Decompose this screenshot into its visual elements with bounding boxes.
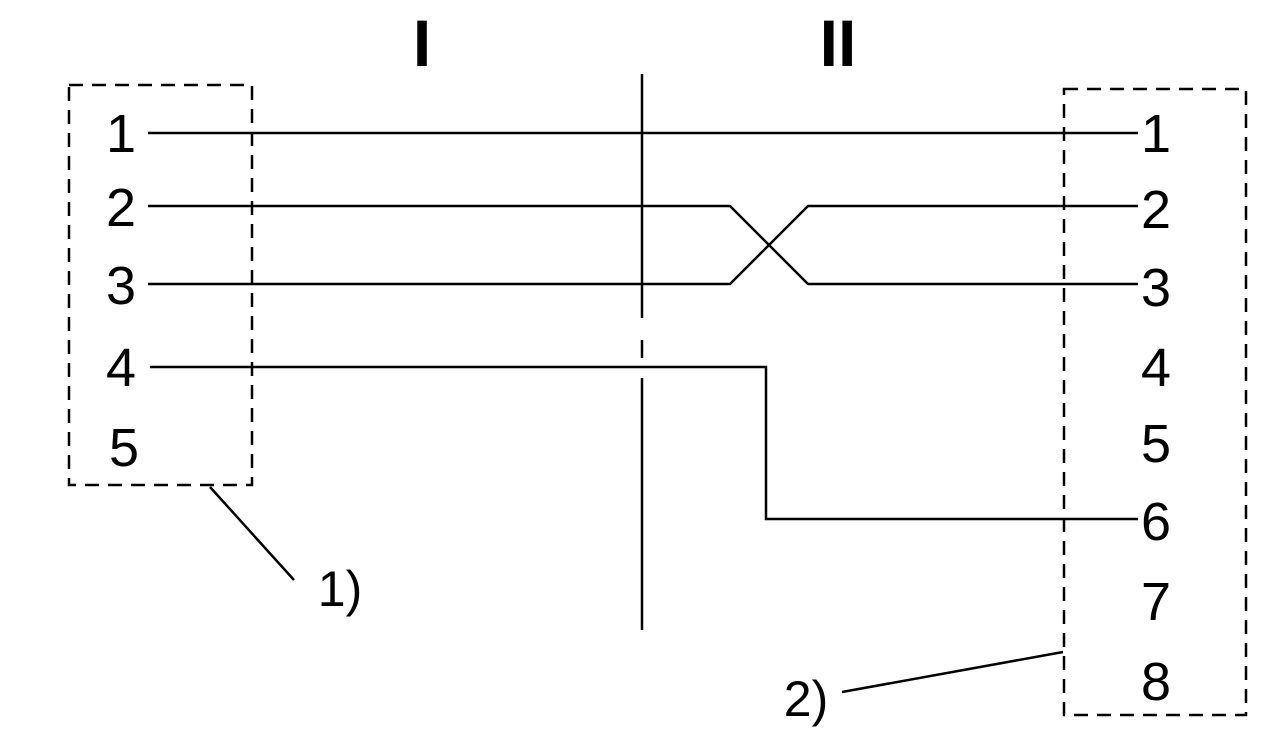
right-pin-4: 4 <box>1141 338 1171 398</box>
left-connector-leader <box>209 486 295 581</box>
left-pin-4: 4 <box>106 338 136 398</box>
right-pin-3: 3 <box>1141 258 1171 318</box>
left-pin-2: 2 <box>106 178 136 238</box>
wire-4-to-6 <box>150 365 1138 521</box>
left-pin-3: 3 <box>106 256 136 316</box>
right-connector-leader <box>841 650 1064 694</box>
left-pin-5: 5 <box>109 418 139 478</box>
right-pin-8: 8 <box>1141 652 1171 712</box>
right-pin-7: 7 <box>1141 572 1171 632</box>
left-pin-1: 1 <box>106 104 136 164</box>
left-connector-note: 1) <box>318 561 362 617</box>
wire-3-to-2 <box>148 204 1138 286</box>
left-connector-box <box>67 83 254 487</box>
section-label-right: II <box>820 6 857 80</box>
right-pin-6: 6 <box>1141 492 1171 552</box>
right-pin-5: 5 <box>1141 414 1171 474</box>
right-connector-box <box>1062 87 1248 717</box>
right-connector-note: 2) <box>784 671 828 727</box>
right-pin-1: 1 <box>1141 104 1171 164</box>
right-pin-2: 2 <box>1141 180 1171 240</box>
section-label-left: I <box>413 6 431 80</box>
